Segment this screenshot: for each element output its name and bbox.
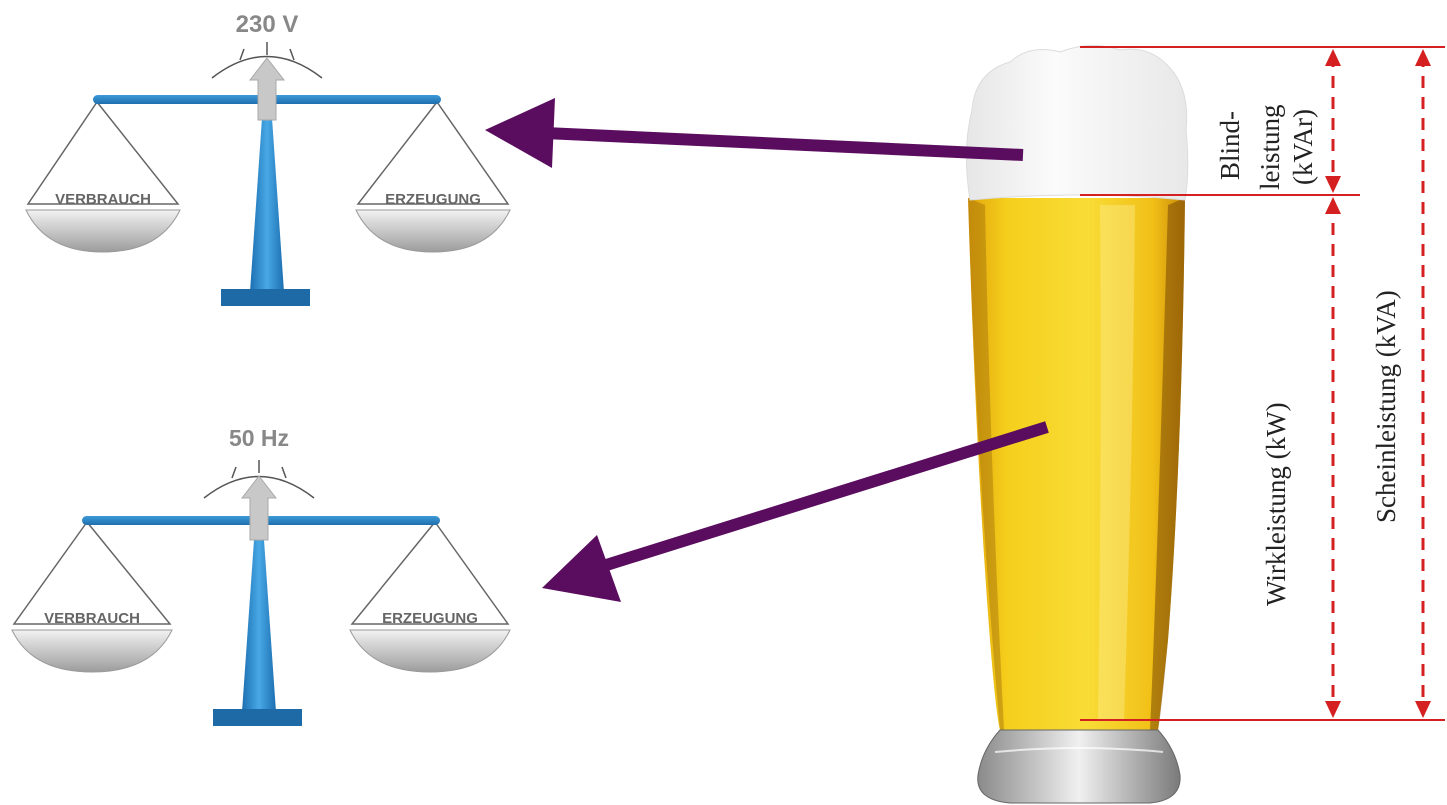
frequency-base: [213, 709, 302, 726]
frequency-right-pan: [350, 630, 510, 672]
beer-to-frequency-arrow: [542, 427, 1047, 602]
voltage-left-pan-label: VERBRAUCH: [55, 191, 151, 208]
foam-to-voltage-arrow: [485, 98, 1023, 168]
beer-foam: [966, 45, 1187, 200]
voltage-post: [250, 118, 284, 292]
frequency-left-pan-label: VERBRAUCH: [44, 610, 140, 627]
frequency-pointer: [242, 476, 276, 540]
voltage-scale: 230 V VERBRAUCH ERZEUGUNG: [26, 11, 510, 306]
apparent-power-label: Scheinleistung (kVA): [1371, 290, 1401, 523]
frequency-post: [242, 540, 276, 712]
reactive-power-label-line3: (kVAr): [1288, 109, 1318, 185]
voltage-right-pan-label: ERZEUGUNG: [385, 191, 481, 208]
voltage-right-pan: [356, 210, 510, 252]
frequency-scale: 50 Hz VERBRAUCH ERZEUGUNG: [12, 425, 510, 726]
glass-foot: [978, 730, 1180, 803]
reactive-power-label-line1: Blind-: [1215, 111, 1245, 180]
voltage-indicator-label: 230 V: [236, 11, 299, 38]
voltage-left-pan: [26, 210, 180, 252]
active-power-label: Wirkleistung (kW): [1261, 402, 1291, 606]
voltage-pointer: [250, 58, 284, 120]
frequency-right-pan-label: ERZEUGUNG: [382, 610, 478, 627]
frequency-left-pan: [12, 630, 172, 672]
reactive-power-label-line2: leistung: [1255, 105, 1285, 191]
frequency-indicator-label: 50 Hz: [229, 425, 289, 451]
voltage-base: [221, 289, 310, 306]
beer-liquid: [968, 198, 1185, 730]
